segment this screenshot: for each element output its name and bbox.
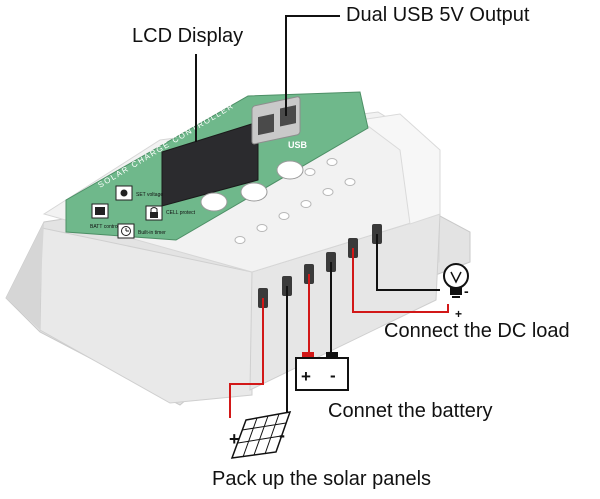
usb-output-callout: Dual USB 5V Output — [346, 4, 530, 26]
battery-minus-sign: - — [330, 366, 336, 385]
icon-label-timer: Built-in timer — [138, 230, 166, 236]
battery-icon — [91, 203, 109, 219]
set-button[interactable] — [200, 192, 228, 212]
down-button[interactable] — [276, 160, 304, 180]
battery-callout: Connet the battery — [328, 400, 493, 422]
solar-plus-sign: + — [229, 429, 240, 449]
panel-icon-grid: BATT control SET voltage Built-in timer … — [90, 185, 196, 239]
clock-icon — [117, 223, 135, 239]
icon-label-set: SET voltage — [136, 192, 163, 198]
icon-label-batt: BATT control — [90, 224, 119, 230]
icon-label-cell: CELL protect — [166, 210, 196, 216]
solar-wires — [229, 286, 288, 420]
sun-icon — [115, 185, 133, 201]
battery-wires — [308, 262, 332, 352]
usb-leader-line — [285, 15, 340, 116]
lcd-display-callout: LCD Display — [132, 25, 244, 47]
solar-panel-icon — [230, 411, 292, 459]
callout-leaders — [195, 15, 340, 142]
usb-ports: USB — [251, 96, 308, 150]
load-negative-wire — [376, 234, 440, 291]
lcd-screen — [161, 121, 259, 207]
load-positive-wire — [352, 248, 449, 313]
usb-label: USB — [288, 140, 308, 150]
dc-load-callout: Connect the DC load — [384, 320, 570, 342]
load-plus-sign: + — [455, 307, 462, 321]
up-button[interactable] — [240, 182, 268, 202]
lock-icon — [145, 205, 163, 221]
load-minus-sign: - — [464, 283, 469, 299]
vent-holes — [234, 158, 356, 244]
load-wires — [352, 234, 449, 313]
solar-positive-wire — [229, 298, 264, 418]
battery-symbol-icon — [295, 352, 349, 391]
solar-panels-callout: Pack up the solar panels — [212, 468, 432, 490]
light-bulb-icon — [443, 263, 469, 298]
panel-buttons — [200, 160, 304, 212]
solar-minus-sign: - — [279, 425, 285, 445]
battery-plus-sign: + — [301, 367, 311, 386]
